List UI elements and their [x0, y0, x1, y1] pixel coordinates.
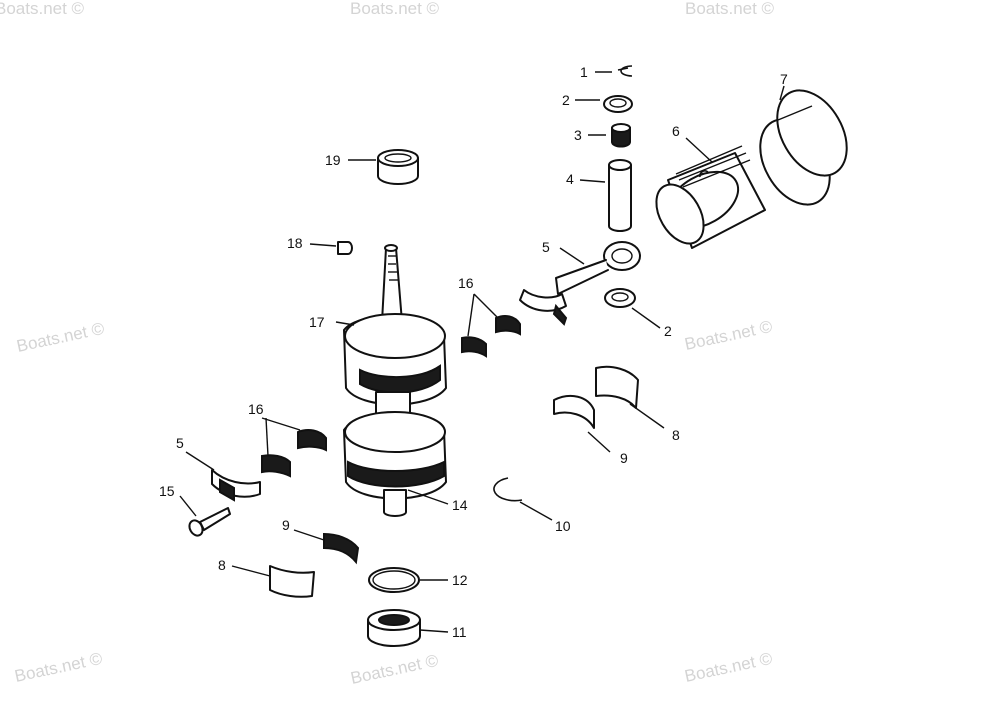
- part-15-rod-bolt: [188, 507, 231, 537]
- part-18-woodruff-key: [337, 241, 353, 255]
- callout-8: 8: [672, 427, 680, 443]
- watermark: Boats.net ©: [683, 317, 775, 354]
- callout-15: 15: [159, 483, 175, 499]
- callout-19: 19: [325, 152, 341, 168]
- callout-12: 12: [452, 572, 468, 588]
- callout-7: 7: [780, 71, 788, 87]
- part-8-main-bearing-shell-lower: [269, 565, 315, 598]
- part-16-needle-bearing-upper: [461, 315, 521, 358]
- callout-5: 5: [542, 239, 550, 255]
- part-12-o-ring: [368, 567, 420, 593]
- callout-8: 8: [218, 557, 226, 573]
- callout-4: 4: [566, 171, 574, 187]
- callout-numbers: 1 2 3 4 5 6 7 2 19 18 16 17 16 5 15 8 9 …: [159, 64, 788, 640]
- watermark: Boats.net ©: [685, 0, 775, 18]
- callout-9: 9: [620, 450, 628, 466]
- part-9-main-bearing-shell-right: [553, 394, 595, 429]
- watermark: Boats.net ©: [13, 649, 105, 686]
- part-1-retaining-clip: [617, 65, 633, 77]
- part-6-piston: [655, 145, 766, 249]
- callout-5: 5: [176, 435, 184, 451]
- callout-16: 16: [458, 275, 474, 291]
- watermark: Boats.net ©: [350, 0, 440, 18]
- part-19-bushing: [377, 149, 419, 185]
- part-9-main-bearing-shell-lower: [323, 532, 360, 565]
- part-2-thrust-washer-upper: [603, 95, 633, 113]
- watermark: Boats.net ©: [683, 649, 775, 686]
- callout-11: 11: [452, 624, 467, 640]
- part-11-oil-seal: [367, 609, 421, 647]
- callout-17: 17: [309, 314, 325, 330]
- part-17-crankshaft: [343, 244, 447, 517]
- part-7-piston-rings: [759, 89, 848, 206]
- callout-9: 9: [282, 517, 290, 533]
- callout-18: 18: [287, 235, 303, 251]
- part-3-needle-bearing: [611, 123, 631, 148]
- callout-14: 14: [452, 497, 468, 513]
- leader-lines: [179, 71, 785, 633]
- callout-6: 6: [672, 123, 680, 139]
- watermark: Boats.net ©: [0, 0, 85, 18]
- part-5-rod-cap: [211, 469, 261, 502]
- part-8-main-bearing-shell-right: [595, 365, 639, 409]
- part-5-connecting-rod: [519, 241, 641, 326]
- part-4-piston-pin: [608, 159, 632, 232]
- callout-2: 2: [664, 323, 672, 339]
- part-16-needle-bearing-lower: [261, 429, 327, 478]
- watermark: Boats.net ©: [349, 651, 441, 688]
- callout-16: 16: [248, 401, 264, 417]
- callout-2: 2: [562, 92, 570, 108]
- part-10-snap-ring: [493, 477, 523, 502]
- watermark: Boats.net ©: [15, 319, 107, 356]
- callout-3: 3: [574, 127, 582, 143]
- part-2-thrust-washer-lower: [604, 288, 636, 308]
- callout-10: 10: [555, 518, 571, 534]
- callout-1: 1: [580, 64, 588, 80]
